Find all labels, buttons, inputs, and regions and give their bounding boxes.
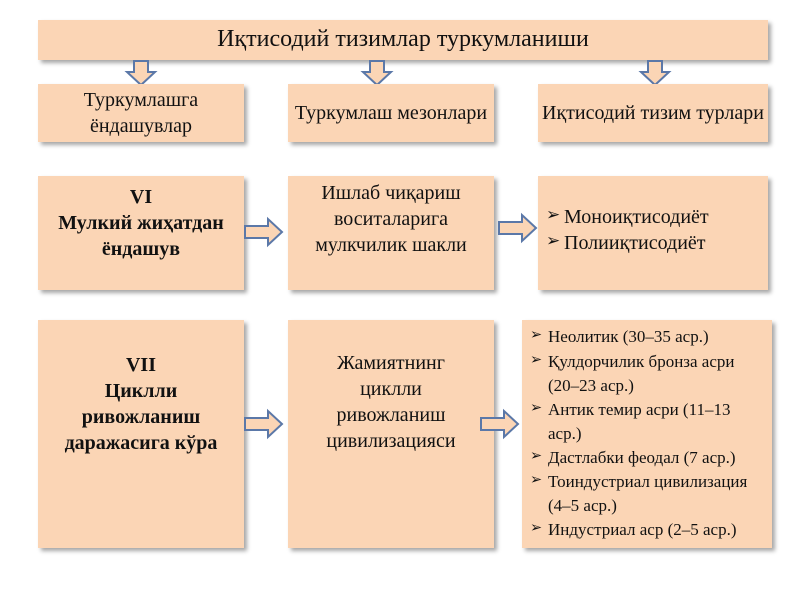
arrowhead-bullet-icon: ➢ [530,399,543,416]
types-list: ➢Моноиқтисодиёт ➢Полииқтисодиёт [546,204,709,256]
types-list: ➢ Неолитик (30–35 аср.) ➢ Қулдорчилик брон… [530,325,764,542]
arrowhead-bullet-icon: ➢ [530,351,543,368]
types-box-civilization: ➢ Неолитик (30–35 аср.) ➢ Қулдорчилик брон… [522,320,772,548]
approach-label: Мулкий жиҳатдан ёндашув [58,212,224,260]
right-arrow-icon [244,216,284,248]
list-item: ➢ Неолитик (30–35 аср.) [530,325,764,349]
list-item: ➢ Дастлабки феодал (7 аср.) [530,446,764,470]
list-item: ➢ Қулдорчилик бронза асри (20–23 аср.) [530,350,764,398]
type-label: Дастлабки феодал (7 аср.) [548,448,736,468]
header-label: Иқтисодий тизим турлари [542,102,764,124]
list-item: ➢Полииқтисодиёт [546,230,709,256]
approach-number: VI [129,186,153,208]
header-approaches: Туркумлашга ёндашувлар [38,84,244,142]
list-item: ➢ Индустриал аср (2–5 аср.) [530,518,764,542]
right-arrow-icon [498,212,538,244]
approach-number: VII [125,354,156,376]
down-arrow-icon [360,60,394,87]
criterion-box-civilization: Жамиятнинг циклли ривожланиш цивилизация… [288,320,494,548]
approach-box-vii: VII Циклли ривожланиш даражасига кўра [38,320,244,548]
list-item: ➢Моноиқтисодиёт [546,204,709,230]
arrowhead-bullet-icon: ➢ [530,327,543,344]
arrowhead-bullet-icon: ➢ [530,448,543,465]
type-label: Қулдорчилик бронза асри (20–23 аср.) [548,351,735,395]
header-label: Туркумлашга ёндашувлар [83,89,199,137]
type-label: Неолитик (30–35 аср.) [548,327,709,347]
type-label: Тоиндустриал цивилизация (4–5 аср.) [548,472,748,516]
diagram-title: Иқтисодий тизимлар туркумланиши [38,20,768,60]
criterion-label: Ишлаб чиқариш воситаларига мулкчилик шак… [315,182,467,256]
type-label: Полииқтисодиёт [564,232,706,254]
criterion-label: Жамиятнинг циклли ривожланиш цивилизация… [326,352,456,452]
arrowhead-bullet-icon: ➢ [546,205,561,224]
right-arrow-icon [480,408,520,440]
approach-box-vi: VI Мулкий жиҳатдан ёндашув [38,176,244,290]
list-item: ➢ Антик темир асри (11–13 аср.) [530,398,764,446]
types-box-ownership: ➢Моноиқтисодиёт ➢Полииқтисодиёт [538,176,768,290]
type-label: Индустриал аср (2–5 аср.) [548,520,737,540]
header-types: Иқтисодий тизим турлари [538,84,768,142]
criterion-box-ownership: Ишлаб чиқариш воситаларига мулкчилик шак… [288,176,494,290]
arrowhead-bullet-icon: ➢ [546,231,561,250]
approach-label: Циклли ривожланиш даражасига кўра [64,380,218,454]
down-arrow-icon [638,60,672,87]
type-label: Антик темир асри (11–13 аср.) [548,399,731,443]
arrowhead-bullet-icon: ➢ [530,472,543,489]
down-arrow-icon [124,60,158,87]
list-item: ➢ Тоиндустриал цивилизация (4–5 аср.) [530,470,764,518]
type-label: Моноиқтисодиёт [564,206,709,228]
arrowhead-bullet-icon: ➢ [530,520,543,537]
right-arrow-icon [244,408,284,440]
header-criteria: Туркумлаш мезонлари [288,84,494,142]
header-label: Туркумлаш мезонлари [294,102,488,124]
